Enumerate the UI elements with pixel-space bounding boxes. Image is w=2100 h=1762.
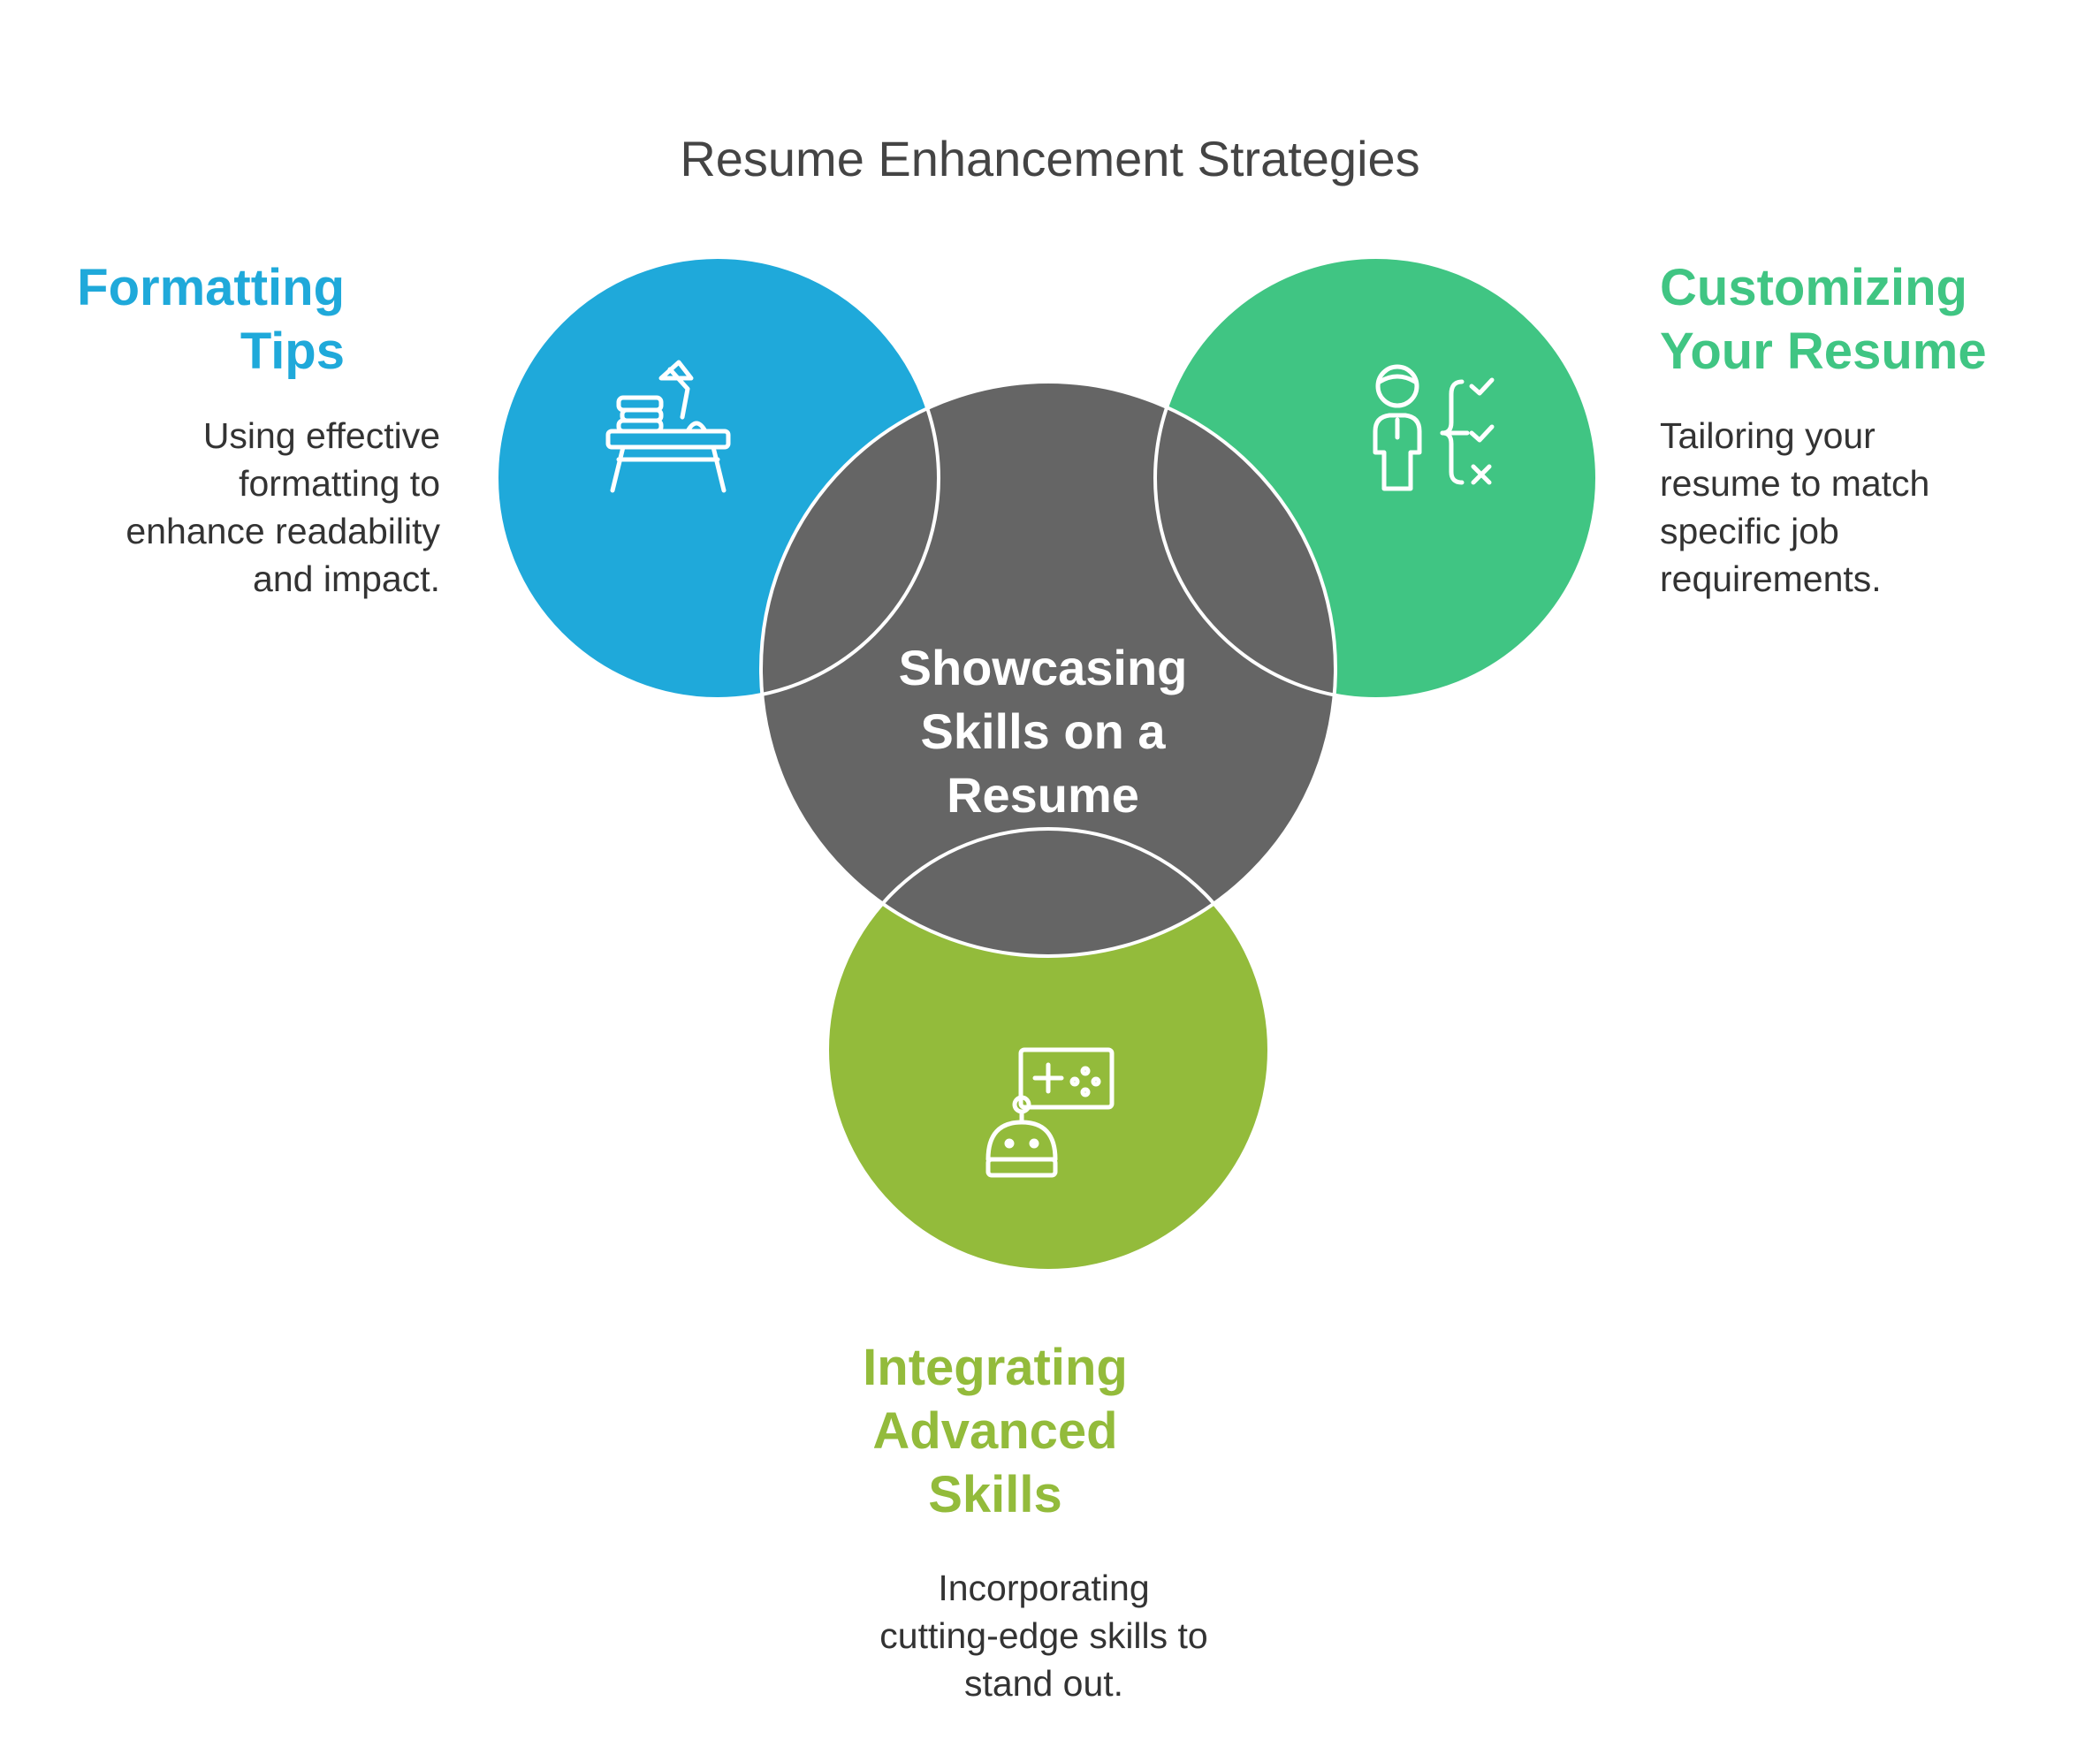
formatting-tips-description: Using effective formatting to enhance re…	[126, 415, 440, 599]
diagram-title: Resume Enhancement Strategies	[680, 131, 1420, 186]
center-circle	[761, 382, 1335, 956]
desk-lamp-books-icon	[605, 360, 731, 493]
overlap-outlines	[495, 255, 1599, 1272]
formatting-tips-heading: Formatting Tips	[77, 259, 345, 380]
person-checklist-icon	[1373, 364, 1495, 491]
advanced-skills-heading: Integrating Advanced Skills	[863, 1339, 1128, 1523]
robot-gamepad-icon	[985, 1047, 1115, 1178]
customizing-resume-heading: Customizing Your Resume	[1660, 259, 1987, 380]
customizing-resume-description: Tailoring your resume to match specific …	[1660, 415, 1930, 599]
center-label: Showcasing Skills on a Resume	[898, 640, 1188, 823]
advanced-skills-description: Incorporating cutting-edge skills to sta…	[879, 1568, 1208, 1704]
